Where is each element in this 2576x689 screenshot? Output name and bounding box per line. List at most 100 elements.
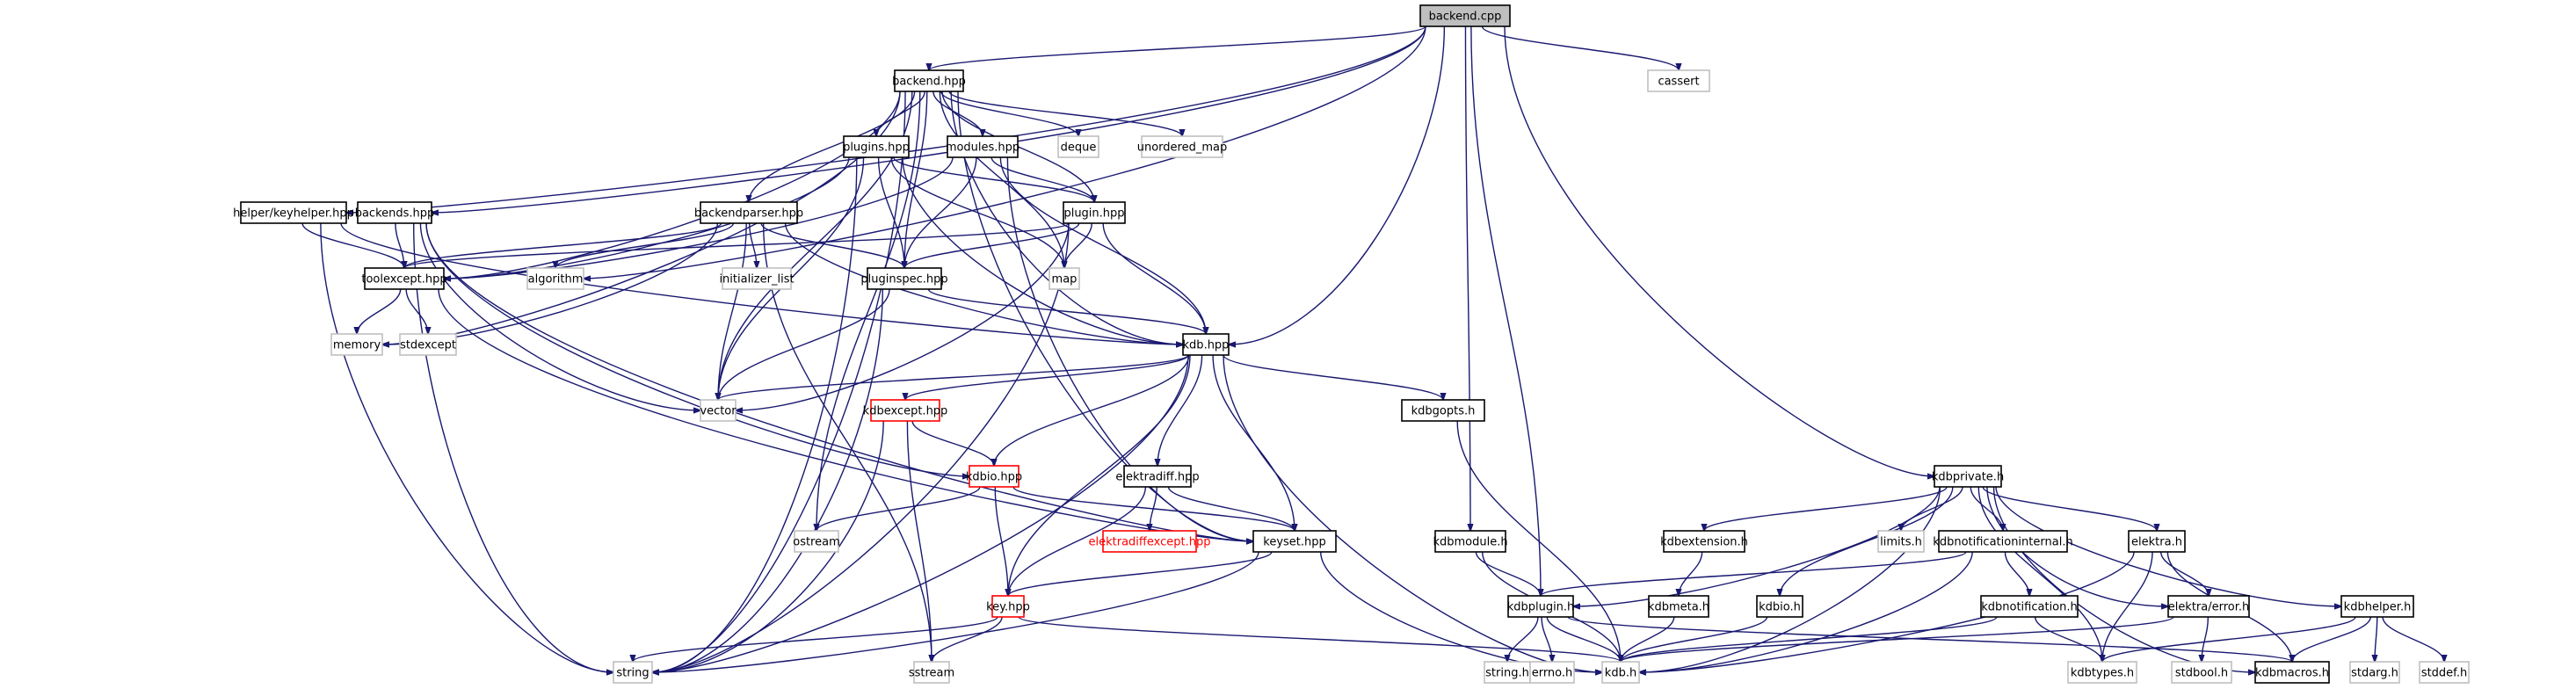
node-label: stdbool.h: [2175, 667, 2228, 680]
node-label: helper/keyhelper.hpp: [233, 207, 354, 221]
node-errno-h: errno.h: [1529, 661, 1575, 684]
edge-backend-hpp-to-ostream: [816, 91, 921, 531]
node-backendparser-hpp[interactable]: backendparser.hpp: [694, 201, 803, 224]
node-label: pluginspec.hpp: [860, 273, 947, 286]
node-label: kdbgopts.h: [1411, 405, 1476, 418]
edge-kdb-hpp-to-kdbio-hpp: [994, 354, 1190, 466]
node-plugin-hpp[interactable]: plugin.hpp: [1063, 201, 1126, 224]
edge-keyhelper-hpp-to-kdb-hpp: [340, 222, 1183, 344]
node-label: stddef.h: [2421, 667, 2467, 680]
node-kdbprivate-h[interactable]: kdbprivate.h: [1932, 465, 2004, 488]
node-elektra-error-h[interactable]: elektra/error.h: [2167, 595, 2250, 618]
node-kdbnotification-h[interactable]: kdbnotification.h: [1980, 595, 2079, 618]
edge-plugin-hpp-to-pluginspec-hpp: [904, 222, 1080, 268]
edge-kdbhelper-h-to-stdarg-h: [2375, 616, 2377, 662]
node-label: kdbmodule.h: [1433, 536, 1507, 549]
node-map: map: [1049, 267, 1080, 290]
node-label: sstream: [909, 667, 954, 680]
node-kdbgopts-h[interactable]: kdbgopts.h: [1401, 399, 1485, 422]
edge-plugin-hpp-to-kdb-hpp: [1102, 222, 1206, 334]
node-label: vector: [700, 405, 737, 418]
node-elektra-h[interactable]: elektra.h: [2128, 530, 2186, 553]
node-kdbio-hpp[interactable]: kdbio.hpp: [966, 465, 1022, 488]
node-box: [1980, 595, 2079, 618]
node-box: [2171, 661, 2232, 684]
node-label: kdbmeta.h: [1648, 601, 1709, 614]
edge-backend-cpp-to-kdbmodule-h: [1464, 25, 1470, 531]
node-kdb-hpp[interactable]: kdb.hpp: [1182, 333, 1230, 356]
edge-kdbprivate-h-to-kdbio-h: [1780, 486, 1954, 596]
node-box: [1663, 530, 1745, 553]
edge-backendparser-hpp-to-toolexcept-hpp: [404, 222, 722, 268]
node-backends-hpp[interactable]: backends.hpp: [355, 201, 435, 224]
node-label: backend.hpp: [892, 76, 966, 89]
node-kdbtypes-h: kdbtypes.h: [2067, 661, 2137, 684]
node-elektradiffexcept-hpp[interactable]: elektradiffexcept.hpp: [1089, 530, 1211, 553]
edge-plugin-hpp-to-vector: [736, 222, 1070, 410]
node-kdbmeta-h[interactable]: kdbmeta.h: [1648, 595, 1709, 618]
node-label: deque: [1061, 141, 1097, 155]
node-kdbio-h[interactable]: kdbio.h: [1756, 595, 1803, 618]
node-box: [1434, 530, 1506, 553]
node-box: [913, 661, 950, 684]
node-kdbmacros-h[interactable]: kdbmacros.h: [2254, 661, 2330, 684]
node-keyhelper-hpp[interactable]: helper/keyhelper.hpp: [233, 201, 354, 224]
node-box: [700, 201, 798, 224]
node-keyset-hpp[interactable]: keyset.hpp: [1252, 530, 1337, 553]
edge-kdbprivate-h-to-elektra-error-h: [1986, 486, 2168, 606]
edge-kdb-hpp-to-kdbexcept-hpp: [905, 354, 1189, 400]
edge-backendparser-hpp-to-vector: [718, 222, 747, 400]
node-box: [1938, 530, 2068, 553]
node-backend-hpp[interactable]: backend.hpp: [892, 69, 966, 92]
node-kdbhelper-h[interactable]: kdbhelper.h: [2340, 595, 2414, 618]
node-box: [1182, 333, 1230, 356]
node-kdbextension-h[interactable]: kdbextension.h: [1660, 530, 1748, 553]
node-label: elektradiff.hpp: [1115, 471, 1199, 484]
node-box: [843, 135, 910, 158]
edge-kdbprivate-h-to-kdbextension-h: [1704, 486, 1948, 531]
node-toolexcept-hpp[interactable]: toolexcept.hpp: [361, 267, 447, 290]
edge-backend-hpp-to-map: [939, 91, 1064, 268]
edge-backend-hpp-to-deque: [940, 91, 1078, 136]
node-kdbplugin-h[interactable]: kdbplugin.h: [1507, 595, 1575, 618]
edge-kdbprivate-h-to-kdbplugin-h: [1573, 486, 1941, 606]
edge-modules-hpp-to-plugin-hpp: [990, 156, 1094, 202]
edge-backendparser-hpp-to-algorithm: [555, 222, 735, 268]
node-modules-hpp[interactable]: modules.hpp: [946, 135, 1020, 158]
node-backend-cpp[interactable]: backend.cpp: [1419, 4, 1511, 27]
node-box: [991, 595, 1025, 618]
edge-backends-hpp-to-vector: [419, 222, 700, 410]
edge-kdbprivate-h-to-kdbtypes-h: [1977, 486, 2102, 662]
edge-kdbexcept-hpp-to-sstream: [906, 420, 932, 662]
edge-kdb-hpp-to-vector: [718, 354, 1189, 400]
node-box: [240, 201, 347, 224]
node-unordered-map: unordered_map: [1137, 135, 1227, 158]
edge-kdbio-hpp-to-key-hpp: [994, 486, 1008, 596]
node-label: stdexcept: [400, 339, 456, 352]
node-kdbmodule-h[interactable]: kdbmodule.h: [1433, 530, 1508, 553]
edge-kdbio-h-to-kdb-h: [1621, 616, 1768, 662]
node-kdbnotificationinternal-h[interactable]: kdbnotificationinternal.h: [1933, 530, 2073, 553]
node-box: [1756, 595, 1803, 618]
node-label: plugin.hpp: [1063, 207, 1124, 221]
node-memory: memory: [330, 333, 383, 356]
node-ostream: ostream: [793, 530, 840, 553]
node-plugins-hpp[interactable]: plugins.hpp: [843, 135, 910, 158]
edge-kdbprivate-h-to-kdbhelper-h: [1995, 486, 2341, 606]
edge-key-hpp-to-sstream: [932, 616, 1003, 662]
edge-backend-hpp-to-modules-hpp: [932, 91, 983, 136]
node-box: [1057, 135, 1099, 158]
node-label: ostream: [793, 536, 840, 549]
node-key-hpp[interactable]: key.hpp: [986, 595, 1030, 618]
edge-kdbplugin-h-to-kdbmacros-h: [1567, 616, 2292, 662]
edge-kdbhelper-h-to-kdbtypes-h: [2102, 616, 2356, 662]
edge-keyset-hpp-to-string: [652, 551, 1259, 672]
node-box: [969, 465, 1020, 488]
node-pluginspec-hpp[interactable]: pluginspec.hpp: [860, 267, 948, 290]
edge-backendparser-hpp-to-sstream: [762, 222, 932, 662]
edge-backend-hpp-to-backendparser-hpp: [749, 91, 916, 202]
node-label: backends.hpp: [355, 207, 435, 221]
edge-kdbgopts-h-to-kdb-h: [1456, 420, 1621, 662]
node-elektradiff-hpp[interactable]: elektradiff.hpp: [1115, 465, 1200, 488]
node-kdbexcept-hpp[interactable]: kdbexcept.hpp: [863, 399, 948, 422]
